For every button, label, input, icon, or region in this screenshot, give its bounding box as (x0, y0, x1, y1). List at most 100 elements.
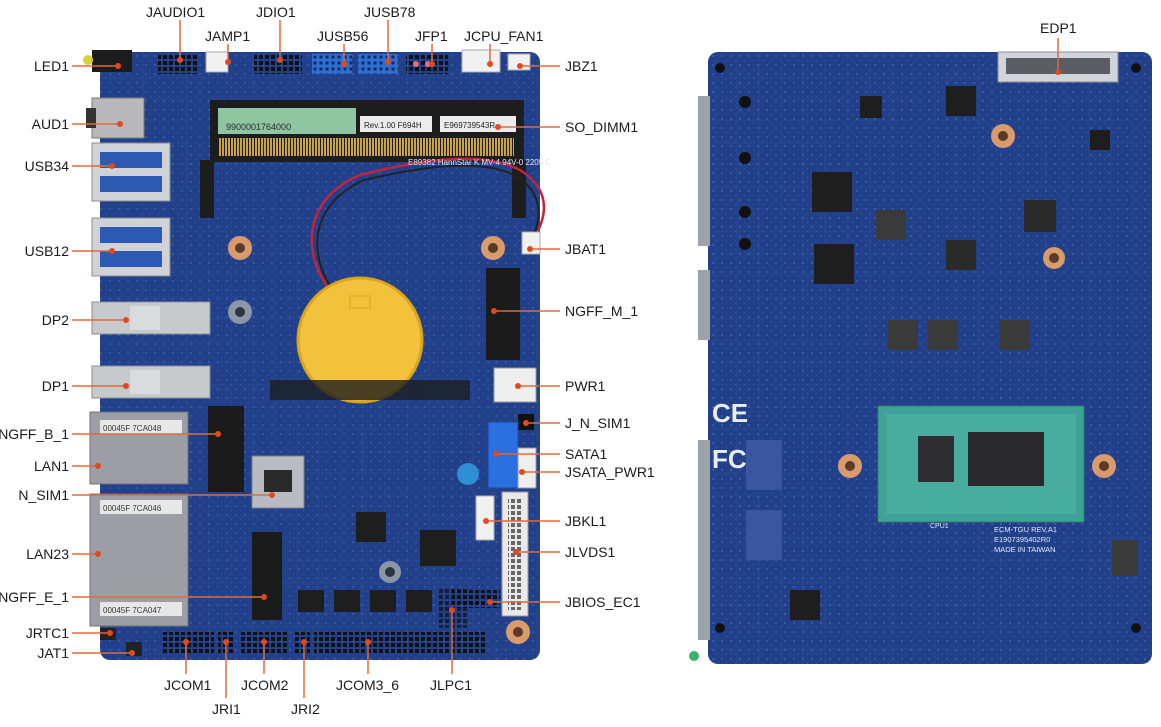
label-dp1: DP1 (41, 378, 69, 394)
label-jcom2: JCOM2 (241, 677, 289, 693)
label-jrtc1: JRTC1 (25, 625, 69, 641)
callout-dot-usb12 (109, 248, 115, 254)
callout-dot-dp2 (123, 317, 129, 323)
label-jbios-ec1: JBIOS_EC1 (565, 594, 641, 610)
callout-dot-lan1 (95, 463, 101, 469)
callout-dot-jbz1 (517, 63, 523, 69)
label-led1: LED1 (33, 58, 69, 74)
callout-dot-jat1 (129, 650, 135, 656)
label-jusb56: JUSB56 (317, 28, 369, 44)
dimm-code: E969739543R (444, 121, 495, 130)
sata1-connector (487, 421, 519, 489)
callout-dot-led1 (115, 63, 121, 69)
callout-dot-usb34 (109, 163, 115, 169)
callout-dot-ngff-m-1 (491, 308, 497, 314)
lan23-sticker: 00045F 7CA046 (103, 504, 162, 513)
lan1-sticker: 00045F 7CA048 (103, 424, 162, 433)
fcc-mark: FC (712, 444, 747, 474)
jbkl1-header (475, 495, 495, 541)
cpu-die-2 (968, 432, 1044, 486)
callout-dot-jcom1 (183, 639, 189, 645)
ngff-m-slot (486, 268, 520, 360)
callout-dot-ngff-b-1 (215, 431, 221, 437)
label-ngff-e-1: NGFF_E_1 (0, 589, 69, 605)
usb12-port (91, 217, 171, 277)
label-aud1: AUD1 (31, 116, 69, 132)
jaudio1-header (158, 54, 198, 74)
label-sata1: SATA1 (565, 446, 608, 462)
jdio1-header (254, 54, 302, 74)
callout-dot-jlvds1 (513, 549, 519, 555)
board-marking-2: E1907395402R0 (994, 535, 1050, 544)
jamp1-header (205, 51, 229, 73)
back-board: CPU1 ECM-TGU REV.A1 E1907395402R0 MADE I… (689, 51, 1152, 664)
label-jaudio1: JAUDIO1 (146, 4, 206, 20)
ngff-b-slot (208, 406, 244, 492)
jsata-pwr1-connector (517, 447, 537, 489)
callout-dot-ngff-e-1 (261, 594, 267, 600)
jusb78-header (358, 54, 398, 74)
label-jcom1: JCOM1 (164, 677, 212, 693)
callout-dot-jaudio1 (177, 57, 183, 63)
aud1-jack (91, 97, 145, 139)
label-j-n-sim1: J_N_SIM1 (565, 415, 631, 431)
callout-lines (72, 20, 1061, 698)
callout-dot-jamp1 (225, 59, 231, 65)
label-jamp1: JAMP1 (205, 28, 251, 44)
label-edp1: EDP1 (1040, 20, 1077, 36)
label-pwr1: PWR1 (565, 378, 606, 394)
pwr1-connector (493, 367, 537, 403)
dimm-rev: Rev.1.00 F694H (364, 121, 422, 130)
callout-dot-jusb56 (341, 61, 347, 67)
cpu-die-1 (918, 436, 954, 482)
label-jsata-pwr1: JSATA_PWR1 (565, 464, 655, 480)
ngff-e-slot (252, 532, 282, 620)
jcom3-6-header (314, 632, 486, 654)
label-usb12: USB12 (24, 243, 69, 259)
ce-mark: CE (712, 398, 748, 428)
label-jlpc1: JLPC1 (430, 677, 473, 693)
callout-dot-j-n-sim1 (523, 420, 529, 426)
jusb56-header (312, 54, 352, 74)
coin-battery (296, 276, 424, 404)
label-jdio1: JDIO1 (256, 4, 296, 20)
battery-cable-print: E89382 HannStar K MV-4 94V-0 2205 C (408, 158, 551, 167)
label-jbat1: JBAT1 (565, 241, 606, 257)
label-ngff-m-1: NGFF_M_1 (565, 303, 639, 319)
callout-dot-n-sim1 (269, 492, 275, 498)
callout-dot-jbios-ec1 (487, 599, 493, 605)
callout-dot-jcpu-fan1 (487, 61, 493, 67)
callout-dot-jlpc1 (449, 607, 455, 613)
label-jusb78: JUSB78 (364, 4, 416, 20)
label-jcom3-6: JCOM3_6 (336, 677, 400, 693)
front-board: 00045F 7CA048 00045F 7CA046 00045F 7CA04… (83, 49, 551, 660)
label-ngff-b-1: NGFF_B_1 (0, 426, 69, 442)
callout-dot-aud1 (117, 121, 123, 127)
dimm-barcode: 9900001764000 (226, 122, 291, 132)
callout-dot-jri2 (301, 639, 307, 645)
callout-dot-sata1 (493, 451, 499, 457)
callout-dot-jusb78 (385, 59, 391, 65)
label-jbkl1: JBKL1 (565, 513, 607, 529)
callout-dot-jbkl1 (483, 518, 489, 524)
callout-dot-jcom2 (261, 639, 267, 645)
lan23-sticker-2: 00045F 7CA047 (103, 606, 162, 615)
callout-dot-so-dimm1 (495, 124, 501, 130)
callout-dot-jrtc1 (107, 630, 113, 636)
callout-dot-jdio1 (277, 57, 283, 63)
label-jcpu-fan1: JCPU_FAN1 (464, 28, 544, 44)
label-jfp1: JFP1 (415, 28, 448, 44)
usb34-port (91, 142, 171, 202)
callout-dot-pwr1 (515, 383, 521, 389)
callout-dot-jbat1 (527, 246, 533, 252)
label-jri2: JRI2 (291, 701, 320, 717)
cpu1-marking: CPU1 (930, 523, 949, 530)
led1-part (92, 50, 132, 72)
label-jri1: JRI1 (212, 701, 241, 717)
label-so-dimm1: SO_DIMM1 (565, 119, 639, 135)
callout-dot-jfp1 (429, 61, 435, 67)
label-usb34: USB34 (24, 158, 69, 174)
label-jbz1: JBZ1 (565, 58, 598, 74)
